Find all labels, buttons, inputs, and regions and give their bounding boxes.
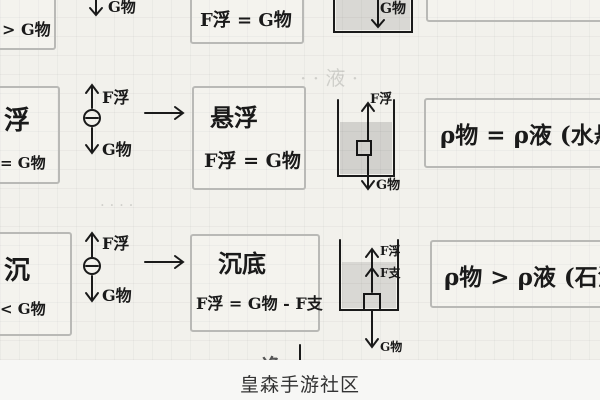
watermark-text: 皇森手游社区: [239, 374, 360, 396]
top-diagram-label: G物: [380, 1, 406, 17]
top-left-box: [0, 0, 56, 50]
suspend-formula: F浮 = G物: [204, 150, 301, 172]
sink-diagram-down: G物: [380, 340, 403, 354]
sink-state-box: [190, 234, 320, 332]
suspend-container: [337, 99, 395, 177]
suspend-diagram-up: F浮: [370, 92, 393, 107]
suspend-object: [83, 109, 101, 127]
suspend-force-down: G物: [102, 140, 132, 159]
top-container: [333, 0, 413, 33]
ghost-writing: · · · ·: [100, 196, 134, 214]
sink-object: [83, 257, 101, 275]
top-density-box: [426, 0, 600, 22]
suspend-density-box: [424, 98, 600, 168]
sink-formula: F浮 = G物 - F支: [196, 294, 323, 313]
watermark-bar: [0, 360, 600, 400]
suspend-state-box: [192, 86, 306, 190]
sink-state: 沉底: [218, 249, 266, 278]
suspend-diagram-down: G物: [376, 178, 401, 193]
top-formula: F浮 = G物: [200, 10, 292, 31]
sink-density-box: [430, 240, 600, 308]
sketch-layer: [83, 0, 413, 360]
sink-diagram-up1: F浮: [380, 244, 401, 258]
suspend-water: [340, 122, 392, 174]
sink-left-box: [0, 232, 72, 336]
sink-left-formula: < G物: [0, 300, 46, 318]
suspend-density: ρ物 = ρ液 (水悬: [440, 122, 600, 149]
top-formula-box: [190, 0, 304, 44]
suspend-force-up: F浮: [102, 88, 130, 107]
top-force-label: G物: [108, 0, 136, 16]
sink-force-up: F浮: [102, 234, 130, 253]
sink-density: ρ物 > ρ液 (石沉: [444, 264, 600, 291]
suspend-state: 悬浮: [210, 103, 258, 132]
notebook-page: [0, 0, 600, 360]
suspend-left-title: 浮: [4, 106, 31, 136]
suspend-left-formula: = G物: [0, 154, 46, 172]
sink-left-title: 沉: [4, 256, 31, 286]
ghost-writing: · · 液 ·: [300, 66, 359, 90]
sink-water: [342, 262, 396, 308]
top-left-formula: > G物: [2, 20, 51, 39]
suspend-left-box: [0, 86, 60, 184]
sink-force-down: G物: [102, 286, 132, 305]
sink-diagram-up2: F支: [380, 266, 401, 280]
